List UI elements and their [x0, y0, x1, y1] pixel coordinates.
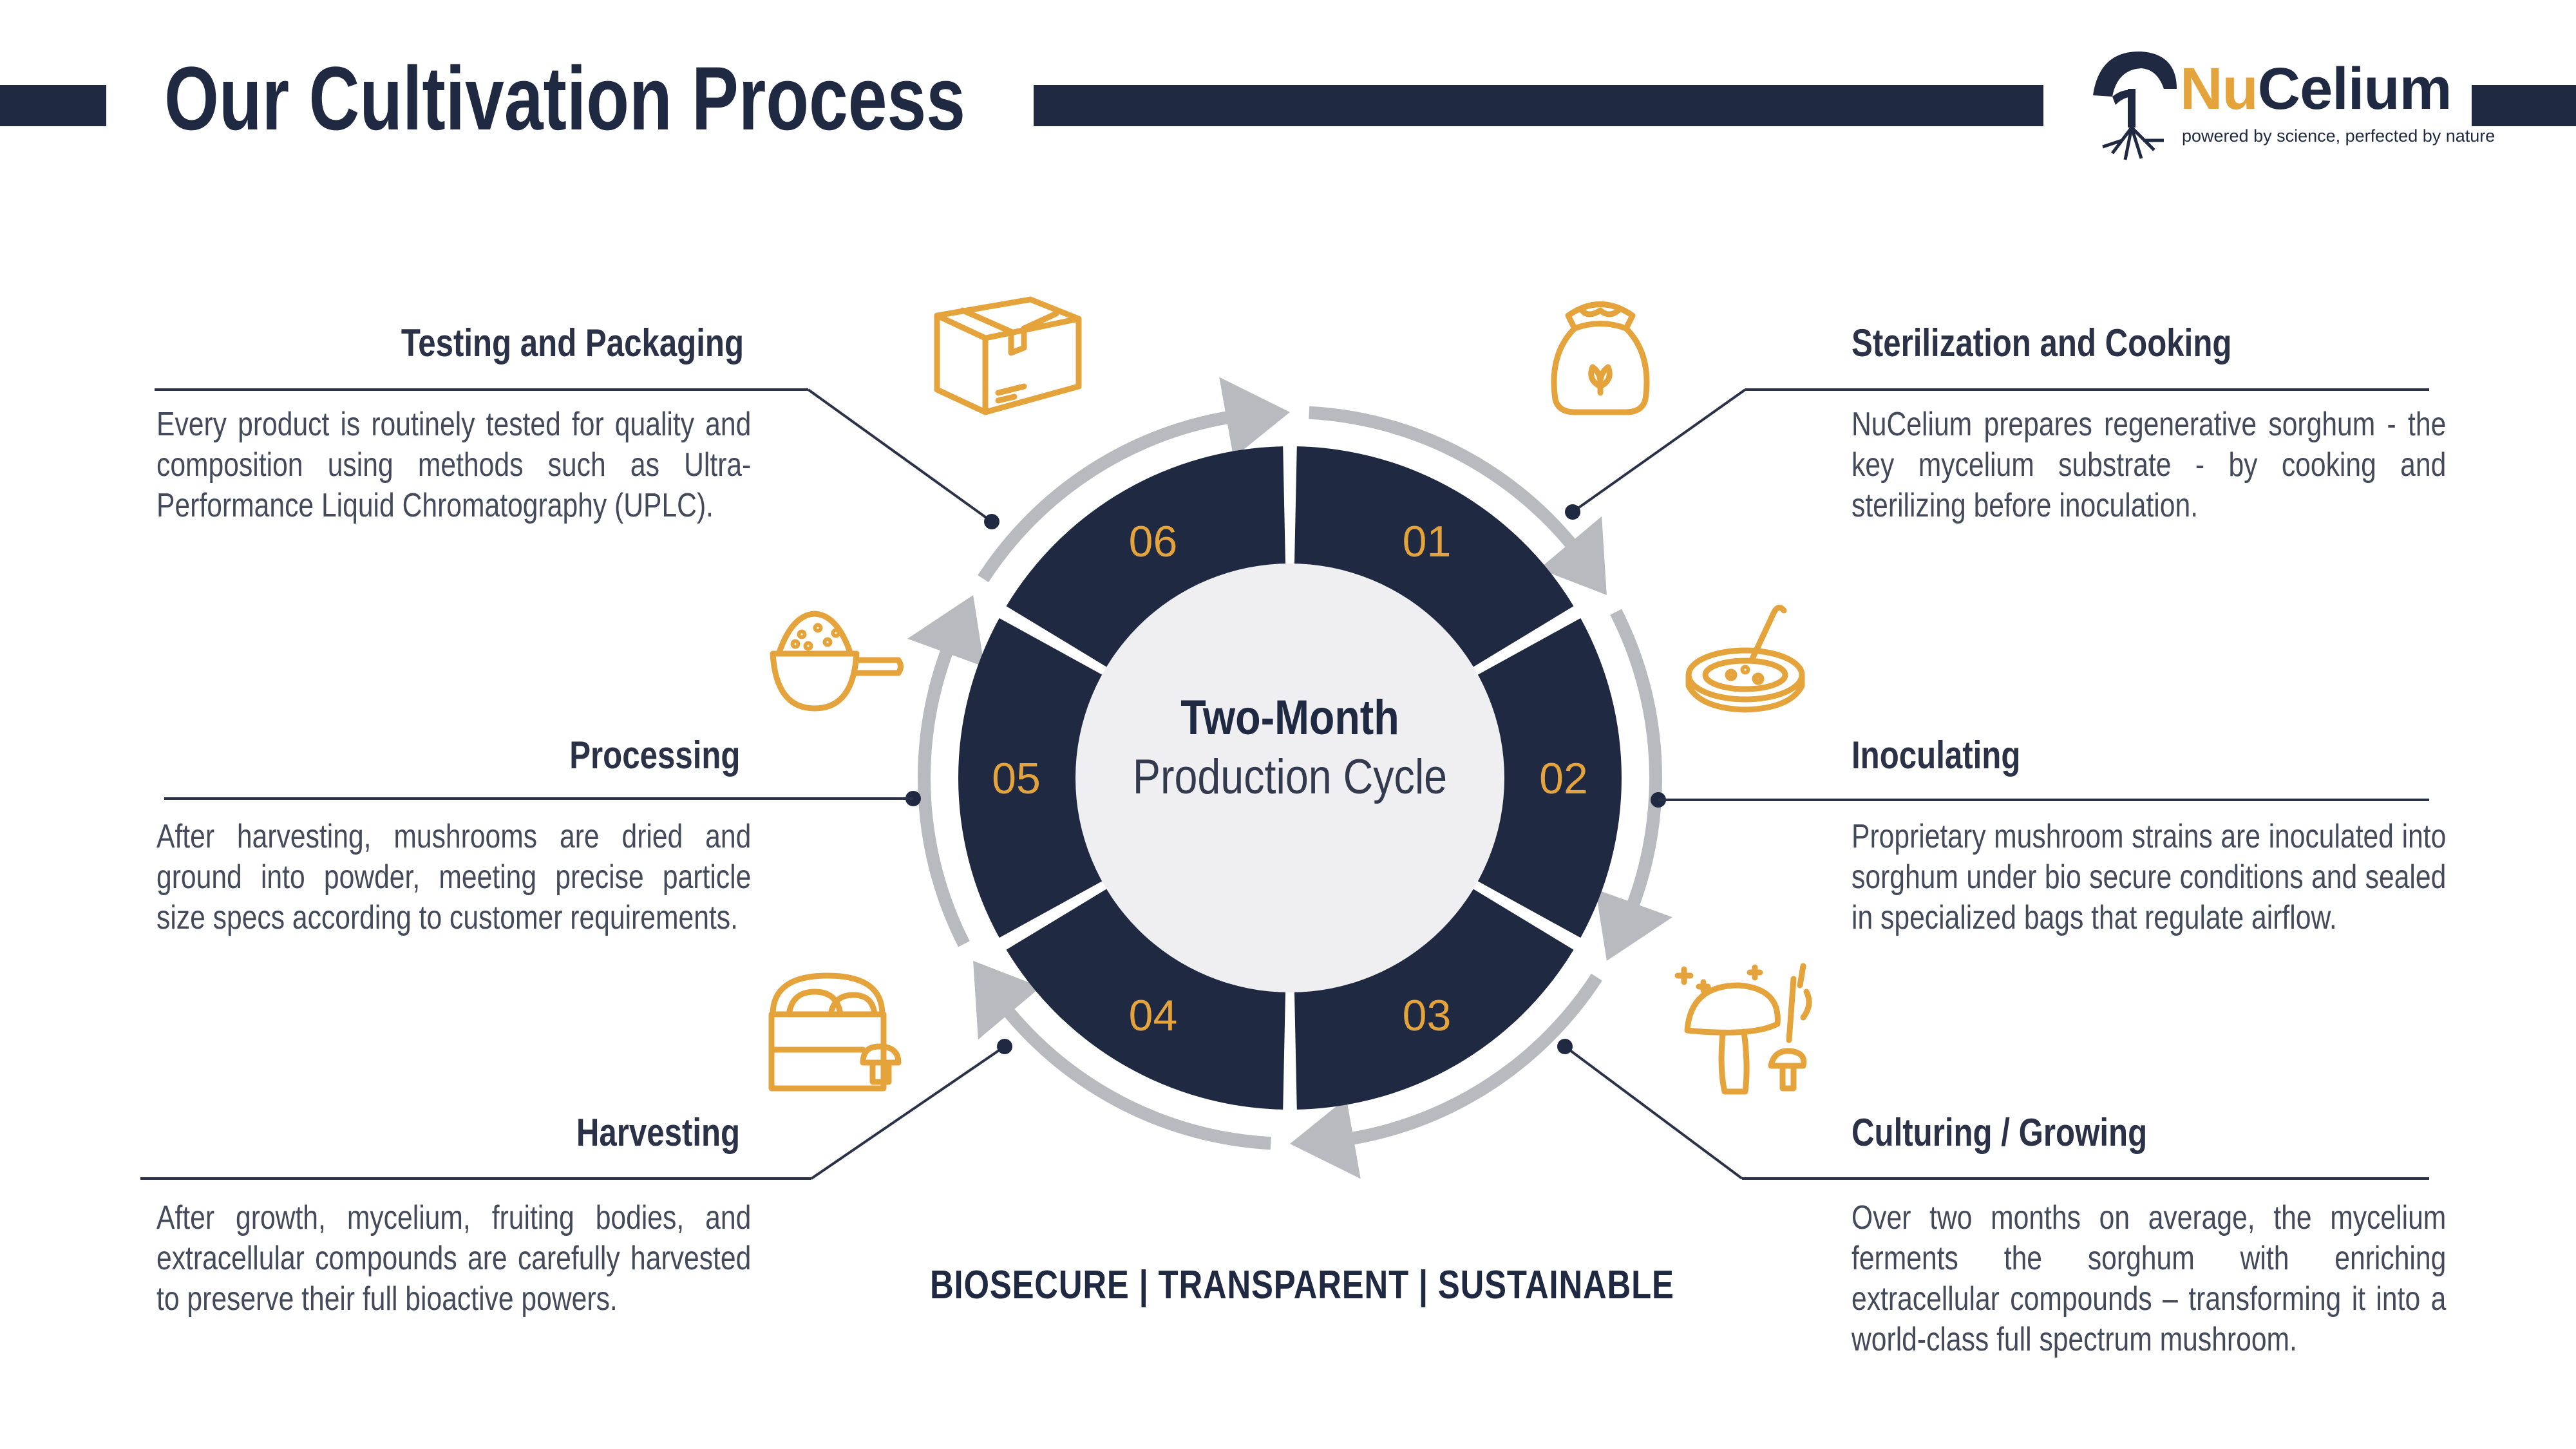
ring-arrow-6 [978, 377, 1290, 583]
segment-06 [1006, 446, 1286, 678]
segment-01 [1294, 446, 1574, 678]
dot-culturing [1557, 1039, 1573, 1054]
dot-processing [905, 791, 921, 806]
header-bar-middle [1034, 85, 2043, 126]
segment-label-02: 02 [1539, 754, 1588, 803]
powder-scoop-icon [770, 611, 904, 712]
gray-arrow-ring [907, 377, 1672, 1179]
connector-culturing [1564, 1045, 1743, 1180]
ring-arrow-3 [1290, 973, 1602, 1179]
rule-harvesting [140, 1177, 811, 1180]
segment-03 [1294, 878, 1574, 1110]
step-text-harvesting: After growth, mycelium, fruiting bodies,… [156, 1199, 752, 1318]
dot-sterilization [1565, 504, 1580, 520]
segment-04 [1006, 878, 1286, 1110]
step-title-processing: Processing [569, 734, 740, 777]
mushroom-basket-icon [768, 972, 902, 1092]
step-title-testing: Testing and Packaging [401, 321, 744, 365]
segment-labels: 01 02 03 04 05 06 [992, 517, 1588, 1040]
step-text-sterilization: NuCelium prepares regenerative sorghum -… [1852, 406, 2447, 524]
segment-label-04: 04 [1129, 991, 1178, 1040]
ring-arrow-5 [907, 595, 985, 947]
logo-tagline: powered by science, perfected by nature [2182, 126, 2496, 146]
petri-dish-icon [1685, 605, 1805, 713]
segment-label-01: 01 [1403, 517, 1452, 566]
step-title-sterilization: Sterilization and Cooking [1852, 321, 2232, 365]
step-title-inoculating: Inoculating [1852, 734, 2021, 777]
step-text-processing: After harvesting, mushrooms are dried an… [156, 818, 752, 936]
ring-arrow-4 [973, 961, 1271, 1150]
logo-wordmark: NuCelium [2180, 56, 2452, 122]
step-title-culturing: Culturing / Growing [1852, 1111, 2148, 1154]
dot-harvesting [997, 1039, 1012, 1054]
box-icon [934, 296, 1082, 415]
header-bar-right [2472, 85, 2576, 126]
cycle-segments [958, 446, 1622, 1110]
step-text-culturing: Over two months on average, the mycelium… [1852, 1199, 2447, 1358]
sack-icon [1551, 301, 1650, 415]
rule-culturing [1742, 1177, 2429, 1180]
center-subtitle: Production Cycle [1133, 749, 1447, 804]
tagline: BIOSECURE | TRANSPARENT | SUSTAINABLE [930, 1263, 1674, 1307]
rule-inoculating [1658, 799, 2429, 801]
dot-testing [984, 514, 999, 529]
header-bar-left [0, 85, 106, 126]
connector-sterilization [1571, 388, 1747, 513]
rule-processing [164, 797, 913, 800]
rule-sterilization [1745, 388, 2429, 391]
ring-arrow-2 [1595, 609, 1672, 961]
step-text-testing: Every product is routinely tested for qu… [156, 406, 752, 524]
segment-label-06: 06 [1129, 517, 1178, 566]
segment-label-05: 05 [992, 754, 1041, 803]
center-title: Two-Month [1180, 690, 1399, 744]
connector-testing [807, 388, 993, 523]
connector-lines [807, 388, 1747, 1180]
segment-02 [1459, 618, 1622, 938]
connector-harvesting [810, 1045, 1006, 1180]
page-title: Our Cultivation Process [164, 48, 965, 149]
nucelium-logo: NuCelium powered by science, perfected b… [2087, 44, 2495, 166]
rule-testing [155, 388, 808, 391]
step-text-inoculating: Proprietary mushroom strains are inocula… [1852, 818, 2447, 936]
center-circle [1075, 564, 1504, 992]
segment-label-03: 03 [1403, 991, 1452, 1040]
mushroom-tree-logo-icon [2093, 51, 2177, 160]
mushrooms-icon [1674, 963, 1812, 1095]
ring-arrow-1 [1309, 406, 1607, 595]
segment-05 [958, 618, 1121, 938]
step-title-harvesting: Harvesting [576, 1111, 740, 1154]
